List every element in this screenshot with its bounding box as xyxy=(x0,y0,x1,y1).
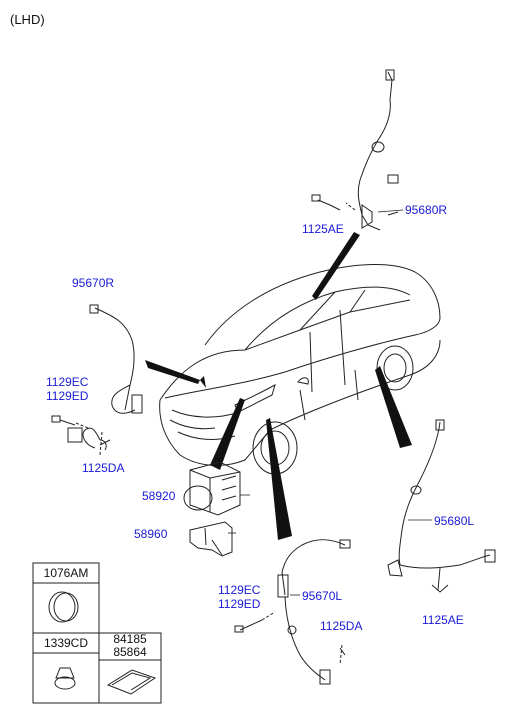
callout-leaders xyxy=(228,209,432,596)
callout-58960: 58960 xyxy=(134,527,168,541)
hecu-bracket xyxy=(189,521,233,557)
table-cell-1339CD: 1339CD xyxy=(43,636,89,650)
parts-table-grid xyxy=(32,562,162,704)
callout-1129EC-b: 1129EC xyxy=(218,583,261,597)
rear-sensor-lh xyxy=(387,419,496,593)
callout-1125DA-b: 1125DA xyxy=(320,619,363,633)
callout-95670L: 95670L xyxy=(302,589,343,603)
table-cell-85864: 85864 xyxy=(113,645,147,659)
callout-95680L: 95680L xyxy=(434,514,475,528)
table-cell-84185: 84185 xyxy=(113,632,147,646)
callout-1125AE-top: 1125AE xyxy=(302,222,344,236)
callout-1129ED-a: 1129ED xyxy=(46,389,89,403)
leader-wedges xyxy=(145,232,412,540)
car-illustration xyxy=(159,264,441,475)
callout-1125DA-a: 1125DA xyxy=(82,461,125,475)
table-parts-icons xyxy=(48,591,157,695)
callout-95680R: 95680R xyxy=(405,203,448,217)
table-cell-1076AM: 1076AM xyxy=(43,566,89,580)
callout-1129EC-a: 1129EC xyxy=(46,375,89,389)
front-sensor-rh xyxy=(51,304,143,456)
callout-58920: 58920 xyxy=(142,489,176,503)
callout-1125AE-bot: 1125AE xyxy=(422,613,464,627)
callout-1129ED-b: 1129ED xyxy=(218,597,261,611)
front-sensor-lh xyxy=(234,539,351,685)
rear-sensor-rh xyxy=(311,69,399,231)
drive-side-label: (LHD) xyxy=(10,12,45,27)
hecu-module xyxy=(183,461,241,516)
callout-95670R: 95670R xyxy=(72,276,115,290)
